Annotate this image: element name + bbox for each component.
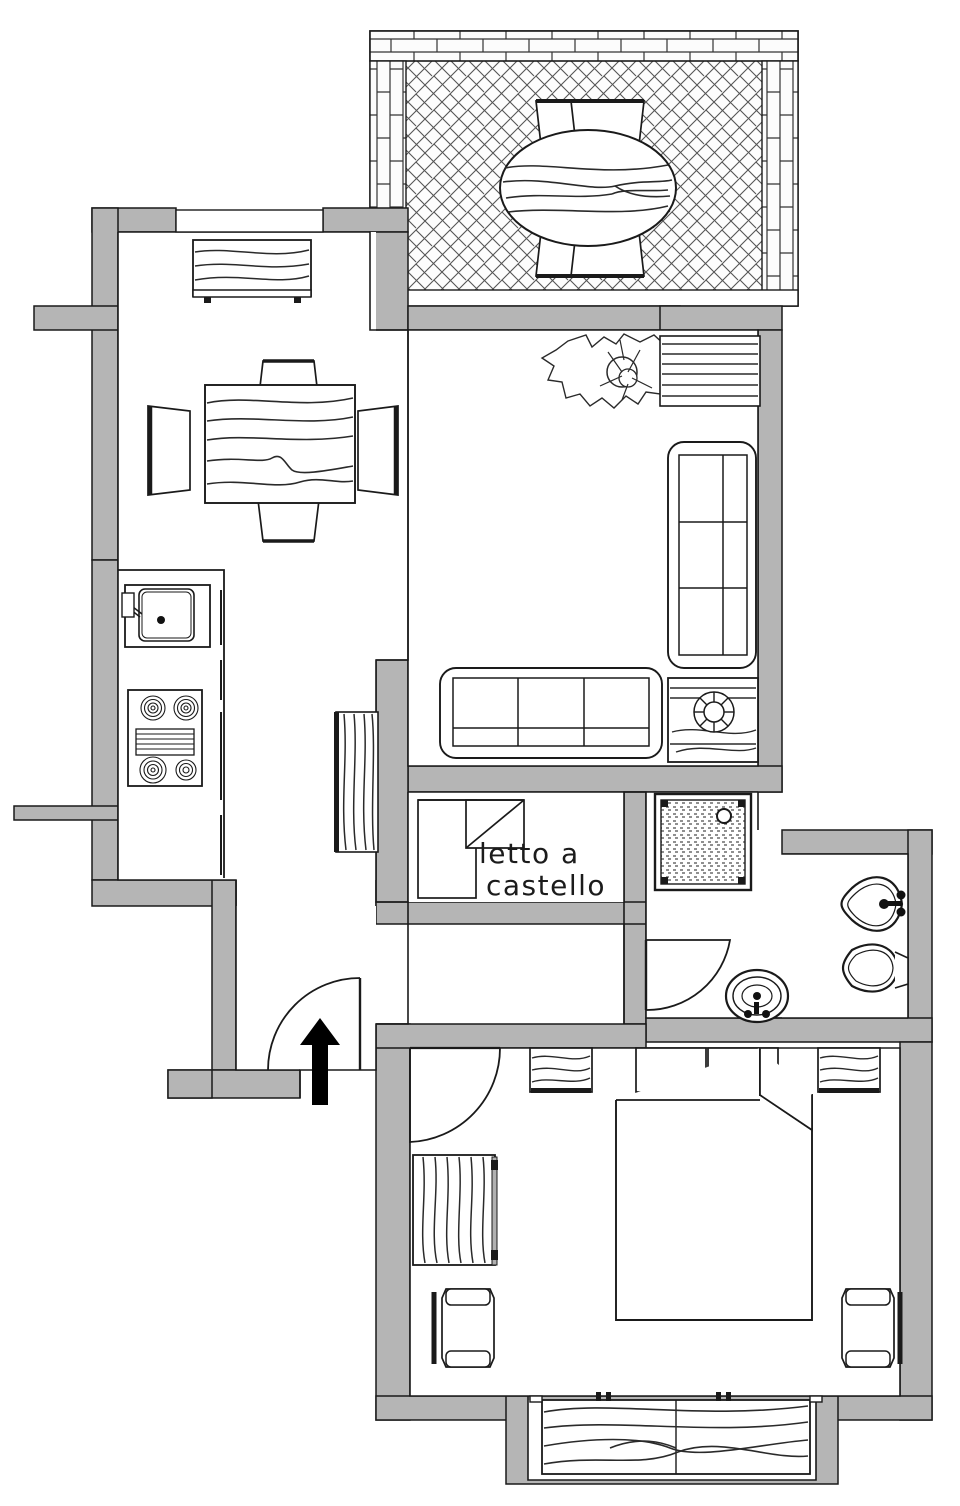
wall-bedroom-left [375,1023,411,1421]
wall-left-upper [91,207,119,561]
dining-sideboard [192,239,312,303]
stove-grill [135,728,195,756]
living-window-left [334,711,379,853]
wall-entry-left [211,879,237,1071]
bedroom-wardrobe [412,1154,498,1266]
dining-window [175,209,324,233]
bedroom-double-bed [615,1047,813,1321]
wall-living-right [757,329,783,793]
dining-table-set [147,359,399,543]
kitchen-partition [118,569,225,878]
bunk-bed [417,799,525,899]
bathroom-washbasin [840,876,906,932]
bedroom-armchair-right [841,1288,903,1368]
entrance-arrow-icon [300,1018,340,1105]
room-terrace [369,30,799,307]
wall-left-lower [91,559,119,881]
wall-bedroom-right [899,1041,933,1421]
bedroom-nightstand-right [817,1047,881,1093]
dining-chair [257,499,320,542]
living-sofa-bottom [439,667,663,759]
bunk-bed-label-line2: castello [486,869,606,902]
living-sofa-right [667,441,757,669]
dining-chair [357,405,399,496]
terrace-edge-bottom [369,289,799,307]
bedroom-bay-dresser [541,1392,811,1475]
living-side-table [667,677,759,763]
wall-top-left-b [322,207,409,233]
entrance-door[interactable] [267,977,362,1071]
terrace-parapet-right [761,60,799,307]
bunk-bed-label-line1: letto a [479,837,580,870]
shower-drain-icon [716,808,732,824]
bathroom-bidet [724,968,790,1024]
bedroom-nightstand-left [529,1047,593,1093]
bathroom-shower [653,792,753,892]
wall-living-top-right [659,305,783,331]
wall-living-top-left [407,305,681,331]
wall-bedroom-top [375,1023,647,1049]
terrace-round-table [499,129,677,247]
table-lamp-icon [693,691,735,733]
bedroom-door[interactable] [409,1046,501,1143]
wall-left-nib-2 [13,805,119,821]
wall-left-nib [33,305,119,331]
living-plant [540,333,689,409]
window-openings [175,209,823,1403]
wall-bunk-bottom [375,901,647,925]
wall-bath-right [907,829,933,1043]
bathroom-toilet [841,943,909,993]
wall-bunk-left [375,659,409,917]
kitchen-sink [121,584,211,648]
wall-bath-bottom [645,1017,933,1043]
wall-entry-step [167,1069,213,1099]
bathroom-door[interactable] [644,939,732,1011]
kitchen-stove [127,689,203,787]
dining-chair [147,405,191,496]
terrace-parapet-top [369,30,799,62]
wall-living-bottom [407,765,783,793]
living-window-wood [659,335,761,407]
bedroom-armchair-left [431,1288,495,1368]
dining-table [204,384,356,504]
